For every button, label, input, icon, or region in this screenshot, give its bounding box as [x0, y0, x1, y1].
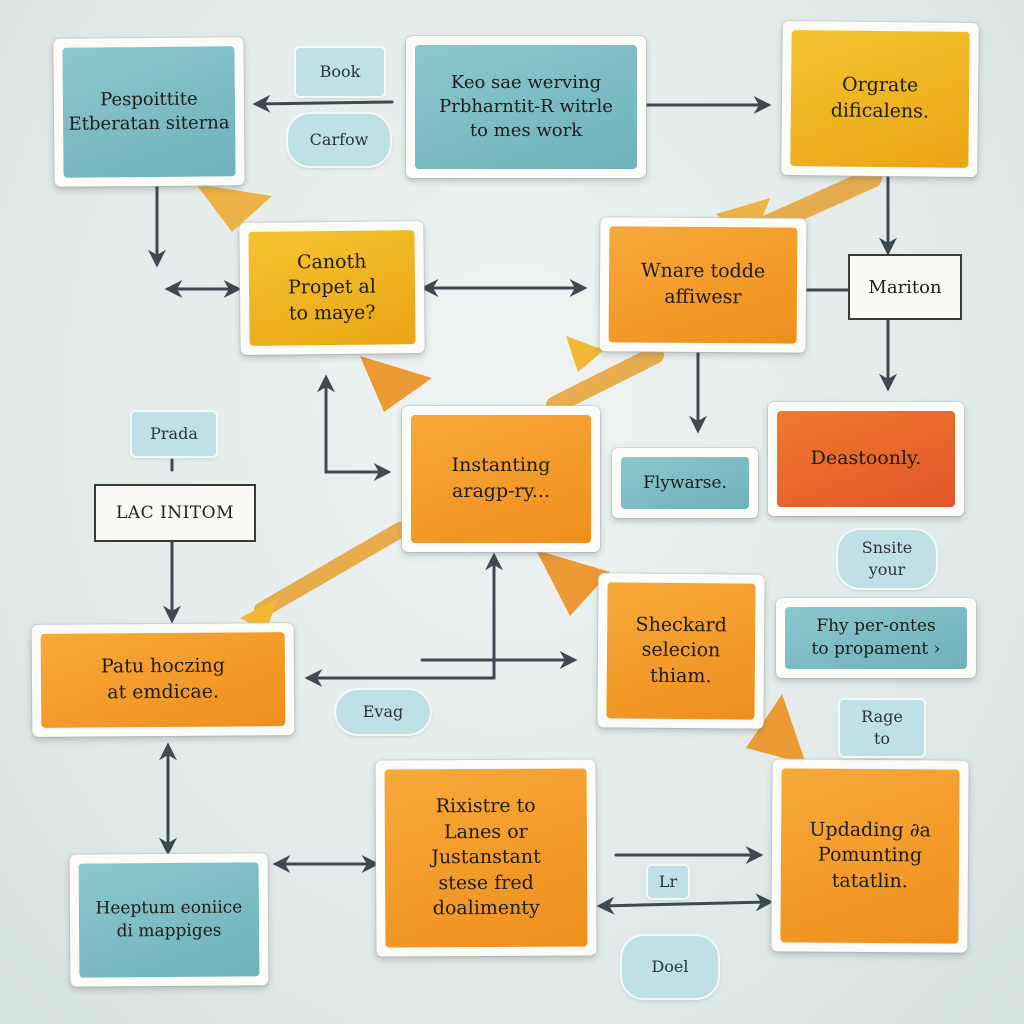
tag-evag: Evag	[336, 690, 430, 734]
card-label: Flywarse.	[621, 457, 749, 509]
card-pespoittite: Pespoittite Etberatan siterna	[53, 37, 245, 187]
card-sheckard: Sheckard selecion thiam.	[597, 573, 765, 729]
tag-prada: Prada	[132, 412, 216, 456]
card-updading: Updading ∂a Pomunting tatatlin.	[771, 759, 969, 953]
card-label: Instanting aragp-ry...	[411, 415, 591, 543]
card-label: Fhy per-ontes to propament ›	[785, 607, 967, 669]
card-flywarse: Flywarse.	[612, 448, 758, 518]
tag-doel: Doel	[622, 936, 718, 998]
card-label: Patu hoczing at emdicae.	[40, 632, 286, 728]
tag-lr: Lr	[648, 866, 688, 898]
tag-snsite-your: Snsite your	[838, 530, 936, 588]
card-label: Canoth Propet al to maye?	[248, 230, 416, 346]
arrow-c9-c6-connector	[304, 552, 503, 687]
box-marition: Mariton	[848, 254, 962, 320]
tag-carfow: Carfow	[288, 114, 390, 166]
card-orgrate: Orgrate dificalens.	[781, 20, 979, 178]
card-rixistre: Rixistre to Lanes or Justanstant stese f…	[375, 759, 597, 957]
card-canoth: Canoth Propet al to maye?	[239, 221, 425, 355]
card-heeptum: Heeptum eoniice di mappiges	[69, 853, 269, 987]
card-wnare-todde: Wnare todde affiwesr	[599, 217, 807, 353]
card-keo-sae-werving: Keo sae werving Prbharntit-R witrle to m…	[406, 36, 646, 178]
card-deastoonly: Deastoonly.	[768, 402, 964, 516]
card-label: Updading ∂a Pomunting tatatlin.	[780, 768, 960, 944]
ink-arrows	[148, 94, 897, 915]
card-patu-hoczing: Patu hoczing at emdicae.	[31, 623, 295, 737]
paint-arrowhead-7	[746, 694, 806, 764]
arrow-book-to-c1	[252, 94, 394, 113]
paint-streak-3	[254, 522, 408, 618]
box-lac-initom: LAC INITOM	[94, 484, 256, 542]
paint-streak-2	[546, 346, 664, 414]
tag-book: Book	[296, 48, 384, 96]
card-label: Keo sae werving Prbharntit-R witrle to m…	[415, 45, 637, 169]
paint-arrowhead-5	[360, 356, 432, 412]
card-label: Rixistre to Lanes or Justanstant stese f…	[384, 768, 588, 948]
tag-rage-to: Rage to	[840, 700, 924, 756]
card-label: Deastoonly.	[777, 411, 955, 507]
card-label: Orgrate dificalens.	[790, 30, 970, 168]
card-fhy-per-ontes: Fhy per-ontes to propament ›	[776, 598, 976, 678]
arrow-c12-c13-bottom	[596, 893, 774, 915]
paint-arrowhead-6	[536, 550, 610, 616]
paint-arrowhead-4	[196, 184, 272, 232]
paint-arrowhead-2	[566, 336, 604, 372]
card-instanting: Instanting aragp-ry...	[402, 406, 600, 552]
card-label: Heeptum eoniice di mappiges	[78, 862, 260, 978]
card-label: Pespoittite Etberatan siterna	[62, 46, 236, 178]
card-label: Sheckard selecion thiam.	[606, 582, 756, 720]
card-label: Wnare todde affiwesr	[608, 226, 798, 344]
arrow-c6-up-loop	[317, 374, 392, 481]
